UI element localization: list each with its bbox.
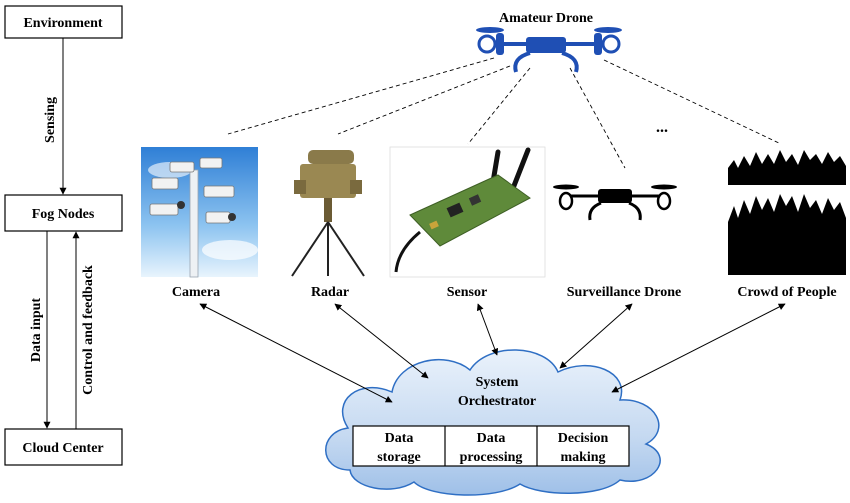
cell-data-storage-line1: Data bbox=[385, 431, 414, 446]
cell-data-processing-line1: Data bbox=[477, 431, 506, 446]
amateur-drone-label: Amateur Drone bbox=[499, 11, 593, 26]
radar-image bbox=[278, 147, 380, 277]
crowd-label: Crowd of People bbox=[737, 285, 836, 300]
surveillance-drone-icon bbox=[553, 184, 677, 221]
data-input-label: Data input bbox=[29, 298, 44, 363]
cell-decision-making-line2: making bbox=[560, 450, 605, 465]
cloud-center-box: Cloud Center bbox=[4, 428, 123, 466]
fog-nodes-label: Fog Nodes bbox=[32, 207, 95, 222]
crowd-image bbox=[728, 150, 846, 275]
system-orchestrator-cloud bbox=[325, 349, 661, 496]
sensor-image bbox=[389, 146, 546, 278]
drone-detection-lines bbox=[227, 57, 782, 169]
sensing-label: Sensing bbox=[43, 97, 58, 143]
environment-label: Environment bbox=[23, 16, 102, 31]
cloud-center-label: Cloud Center bbox=[22, 441, 103, 456]
device-orchestrator-arrows bbox=[199, 303, 786, 403]
cell-data-processing-line2: processing bbox=[460, 450, 523, 465]
cell-decision-making-line1: Decision bbox=[558, 431, 609, 446]
more-devices-ellipsis: ... bbox=[656, 119, 668, 136]
orchestrator-title-line2: Orchestrator bbox=[458, 394, 536, 409]
radar-label: Radar bbox=[311, 285, 349, 300]
camera-image bbox=[141, 147, 258, 278]
surveillance-drone-label: Surveillance Drone bbox=[567, 285, 681, 300]
cell-data-storage-line2: storage bbox=[377, 450, 421, 465]
fog-nodes-box: Fog Nodes bbox=[4, 194, 123, 232]
camera-label: Camera bbox=[172, 285, 220, 300]
environment-box: Environment bbox=[4, 5, 123, 39]
amateur-drone-icon bbox=[476, 27, 622, 73]
orchestrator-functions-table: Data storage Data processing Decision ma… bbox=[352, 425, 630, 467]
sensor-label: Sensor bbox=[447, 285, 487, 300]
control-feedback-label: Control and feedback bbox=[81, 265, 96, 395]
orchestrator-title-line1: System bbox=[476, 375, 519, 390]
